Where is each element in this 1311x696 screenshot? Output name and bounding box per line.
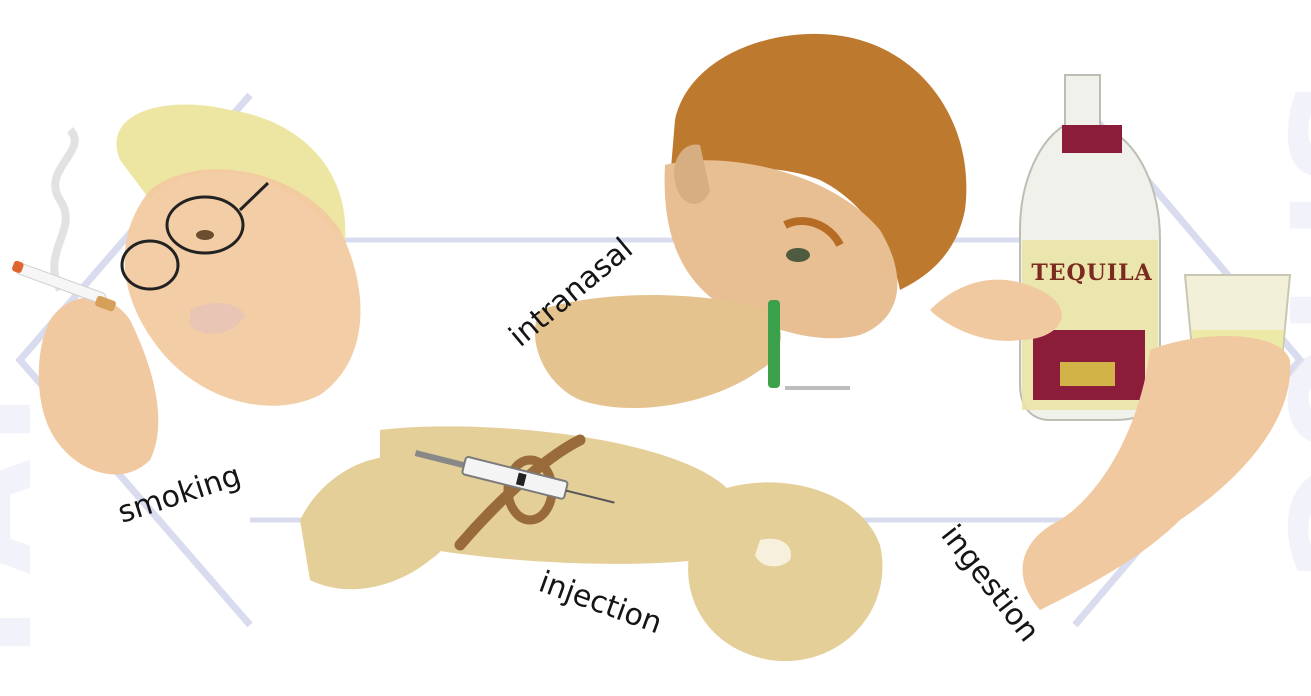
intranasal-figure xyxy=(535,34,966,408)
cigarette-icon xyxy=(14,262,107,305)
label-injection: injection xyxy=(534,565,666,642)
smoking-figure xyxy=(11,104,360,474)
smoke-icon xyxy=(54,130,75,290)
bottle-brand-label: TEQUILA xyxy=(1031,260,1152,286)
smoker-eye xyxy=(196,230,214,240)
ingestion-figure: TEQUILA xyxy=(930,75,1290,610)
bottle-neck-band xyxy=(1062,125,1122,153)
bottle-gold-label xyxy=(1060,362,1115,386)
fist xyxy=(688,482,882,661)
intranasal-eye xyxy=(786,248,810,262)
straw-icon xyxy=(768,300,780,388)
injection-figure xyxy=(300,426,882,661)
syringe-hand xyxy=(300,456,458,589)
